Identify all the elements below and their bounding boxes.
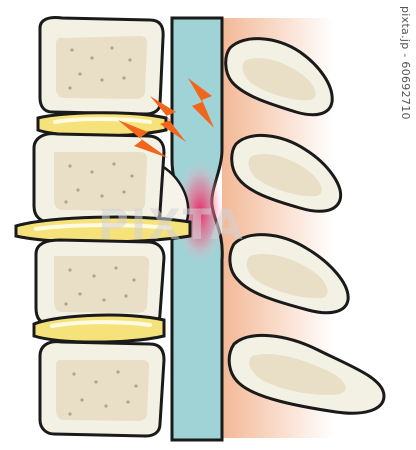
disc-3 bbox=[32, 313, 166, 344]
lightning-bolt-icon bbox=[150, 96, 186, 142]
vertebra-body-1 bbox=[38, 16, 165, 116]
bone-texture-dots bbox=[64, 46, 138, 416]
lightning-bolt-icon bbox=[118, 120, 168, 158]
vertebra-body-4 bbox=[38, 340, 166, 438]
vertebra-body-3 bbox=[34, 238, 166, 328]
spinous-process-2 bbox=[230, 133, 343, 213]
spinous-process-3 bbox=[228, 233, 350, 315]
image-credit: pixta.jp - 60692710 bbox=[399, 6, 412, 120]
inflammation-glow bbox=[176, 160, 224, 264]
spinous-process-1 bbox=[224, 37, 334, 117]
spinous-process-4 bbox=[227, 333, 386, 415]
disc-2 bbox=[14, 215, 192, 244]
lightning-bolt-icon bbox=[188, 78, 214, 128]
